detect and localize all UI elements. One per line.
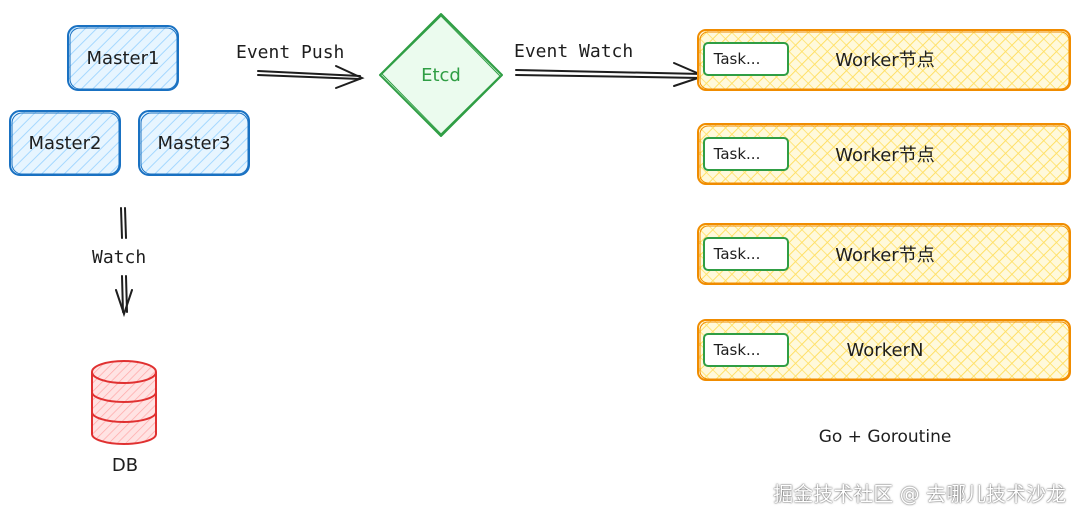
etcd-label: Etcd xyxy=(421,64,461,86)
task-1-label: Task... xyxy=(713,50,761,68)
master-box-3 xyxy=(138,110,250,176)
task-4-label: Task... xyxy=(713,341,761,359)
worker-box-3 xyxy=(697,223,1071,285)
event-push-arrow xyxy=(257,65,365,89)
task-box-2 xyxy=(703,137,789,171)
etcd-diamond xyxy=(379,13,503,137)
task-box-4 xyxy=(703,333,789,367)
task-3-label: Task... xyxy=(713,245,761,263)
go-goroutine-note: Go + Goroutine xyxy=(818,427,952,447)
event-watch-arrow xyxy=(515,62,707,87)
master-box-2 xyxy=(9,110,121,176)
master-1-label: Master1 xyxy=(86,47,160,69)
task-2-label: Task... xyxy=(713,145,761,163)
db-cylinder xyxy=(91,360,157,445)
event-watch-label: Event Watch xyxy=(514,41,634,62)
worker-1-label: Worker节点 xyxy=(835,50,935,71)
master-2-label: Master2 xyxy=(28,132,102,154)
master-3-label: Master3 xyxy=(157,132,231,154)
worker-3-label: Worker节点 xyxy=(835,245,935,266)
worker-n-label: WorkerN xyxy=(846,339,924,361)
watermark: 掘金技术社区 @ 去哪儿技术沙龙 xyxy=(773,482,1066,506)
task-box-1 xyxy=(703,42,789,76)
worker-box-2 xyxy=(697,123,1071,185)
watch-arrow xyxy=(115,207,133,318)
db-label: DB xyxy=(111,454,139,476)
worker-box-4 xyxy=(697,319,1071,381)
event-push-label: Event Push xyxy=(236,42,345,63)
task-box-3 xyxy=(703,237,789,271)
worker-2-label: Worker节点 xyxy=(835,145,935,166)
worker-box-1 xyxy=(697,29,1071,91)
master-box-1 xyxy=(67,25,179,91)
watch-label: Watch xyxy=(92,247,147,268)
